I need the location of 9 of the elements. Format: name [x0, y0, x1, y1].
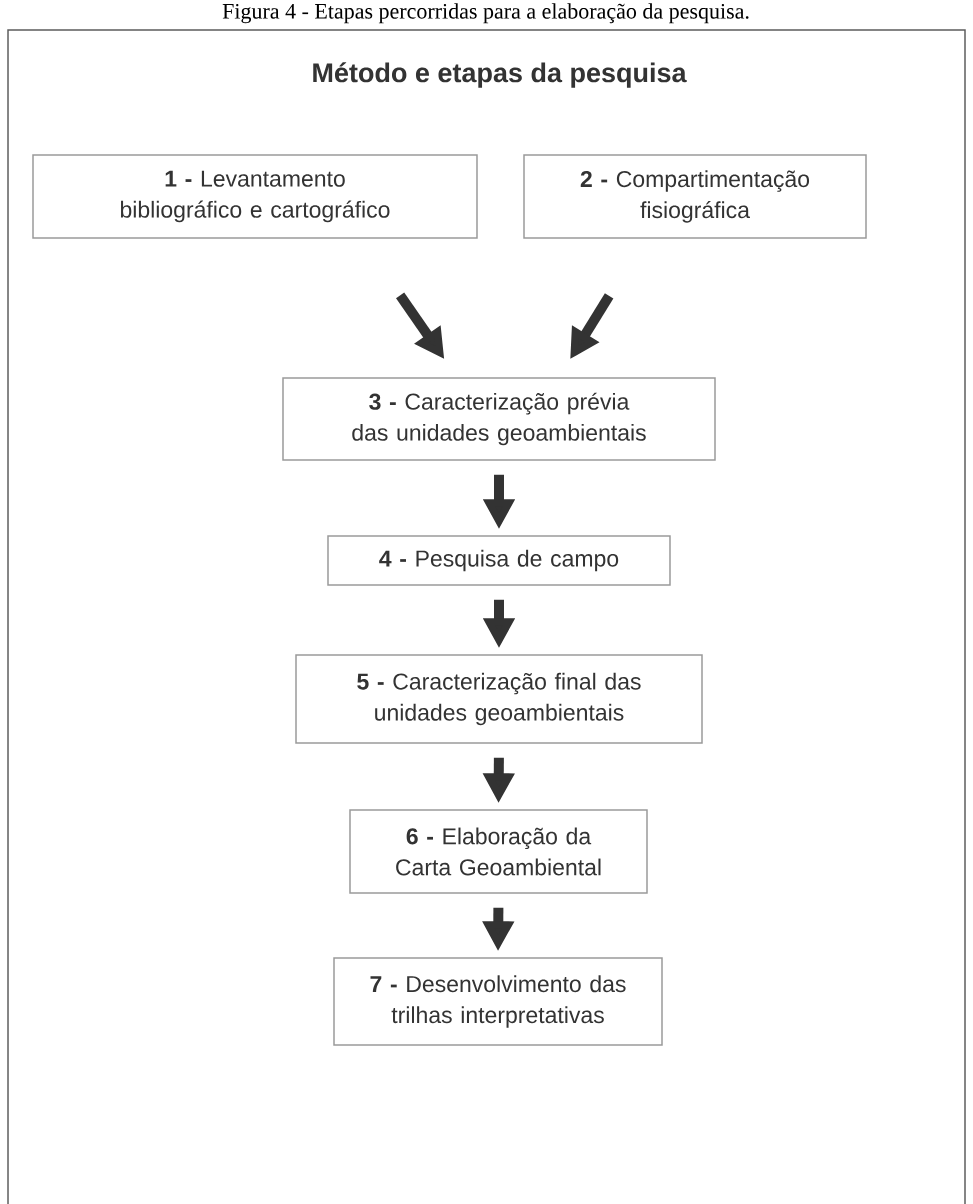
step-box: 7 - Desenvolvimento das trilhas interpretativas [333, 957, 663, 1046]
step-box: 2 - Compartimentação fisiográfica [523, 154, 867, 239]
step-box: 1 - Levantamento bibliográfico e cartográfico [32, 154, 478, 239]
caption: Figura 4 - Etapas percorridas para a elaboração da pesquisa. [222, 3, 749, 24]
title: Método e etapas da pesquisa [313, 62, 687, 88]
step-box: 3 - Caracterização prévia das unidades geoambientais [282, 377, 716, 461]
step-box: 5 - Caracterização final das unidades geoambientais [295, 654, 703, 744]
step-box: 6 - Elaboração da Carta Geoambiental [349, 809, 648, 894]
step-box: 4 - Pesquisa de campo [327, 535, 671, 586]
